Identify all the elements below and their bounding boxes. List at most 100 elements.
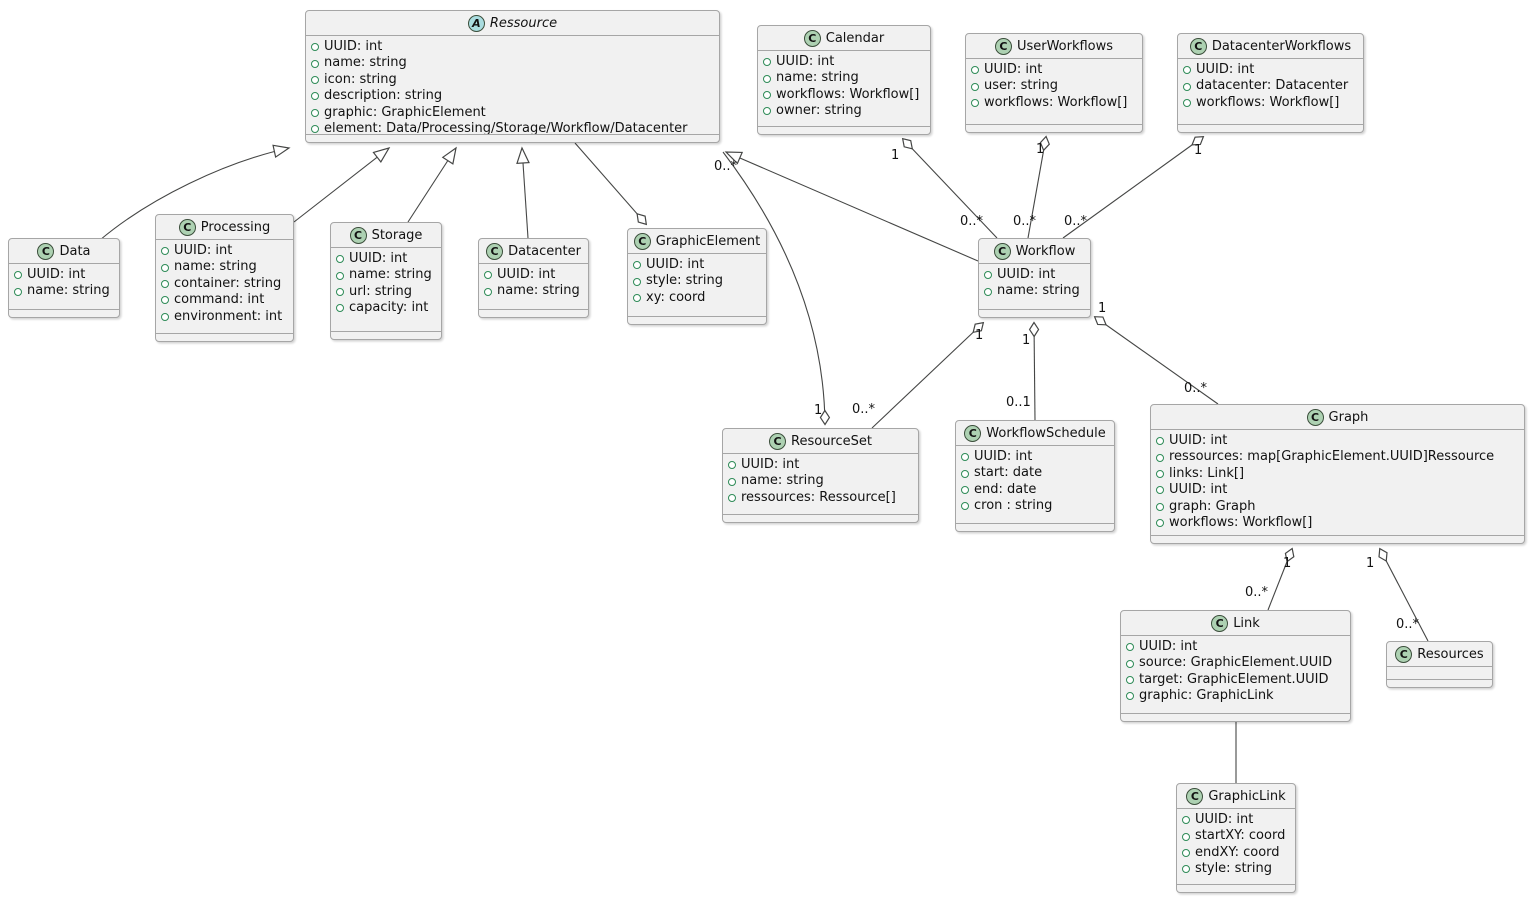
- field-visibility-icon: [161, 296, 169, 305]
- field-visibility-icon: [763, 91, 771, 100]
- field-visibility-icon: [161, 263, 169, 272]
- attribute-row: workflows: Workflow[]: [1156, 515, 1517, 531]
- attribute-text: command: int: [174, 292, 265, 308]
- edge-data-inherits-ressource: [99, 144, 291, 241]
- field-visibility-icon: [484, 271, 492, 280]
- edge-workflow-resourceset-aggregation: [871, 321, 985, 429]
- field-visibility-icon: [1183, 82, 1191, 91]
- field-visibility-icon: [1182, 816, 1190, 825]
- field-visibility-icon: [1156, 470, 1164, 479]
- multiplicity-label: 1: [1036, 142, 1045, 157]
- field-visibility-icon: [1156, 502, 1164, 511]
- field-visibility-icon: [336, 255, 344, 264]
- field-visibility-icon: [1126, 643, 1134, 652]
- field-visibility-icon: [633, 261, 641, 270]
- class-name: UserWorkflows: [1016, 39, 1114, 54]
- multiplicity-label: 1: [1022, 333, 1031, 348]
- attribute-text: ressources: map[GraphicElement.UUID]Ress…: [1169, 449, 1495, 465]
- class-icon: C: [769, 433, 787, 450]
- class-icon: C: [803, 30, 821, 47]
- field-visibility-icon: [971, 99, 979, 108]
- attribute-row: icon: string: [311, 72, 712, 88]
- attribute-text: description: string: [324, 88, 443, 104]
- attribute-row: datacenter: Datacenter: [1183, 78, 1356, 94]
- field-visibility-icon: [1156, 519, 1164, 528]
- class-methods-section: [979, 310, 1090, 317]
- class-icon: C: [1189, 38, 1207, 55]
- class-name: ResourceSet: [791, 434, 872, 449]
- attribute-text: endXY: coord: [1195, 844, 1280, 860]
- field-visibility-icon: [161, 280, 169, 289]
- attribute-text: target: GraphicElement.UUID: [1139, 671, 1329, 687]
- attribute-text: start: date: [974, 465, 1043, 481]
- attribute-text: end: date: [974, 481, 1037, 497]
- attribute-row: workflows: Workflow[]: [763, 87, 923, 103]
- field-visibility-icon: [633, 294, 641, 303]
- attribute-row: workflows: Workflow[]: [971, 95, 1135, 111]
- class-methods-section: [723, 515, 918, 522]
- attribute-text: graphic: GraphicElement: [324, 104, 486, 120]
- attribute-row: UUID: int: [1156, 482, 1517, 498]
- field-visibility-icon: [336, 271, 344, 280]
- attribute-row: ressources: map[GraphicElement.UUID]Ress…: [1156, 449, 1517, 465]
- field-visibility-icon: [763, 74, 771, 83]
- multiplicity-label: 0..*: [852, 402, 876, 417]
- attribute-text: startXY: coord: [1195, 828, 1286, 844]
- class-name: WorkflowSchedule: [986, 426, 1106, 441]
- class-name: Workflow: [1015, 244, 1076, 259]
- attribute-row: end: date: [961, 482, 1107, 498]
- attribute-row: startXY: coord: [1182, 828, 1288, 844]
- class-icon: C: [1395, 646, 1413, 663]
- attribute-row: command: int: [161, 292, 286, 308]
- edge-processing-inherits-ressource: [293, 147, 391, 223]
- multiplicity-label: 1: [1366, 556, 1375, 571]
- class-name: GraphicLink: [1208, 789, 1286, 804]
- multiplicity-label: 1: [891, 148, 900, 163]
- multiplicity-label: 0..*: [1245, 585, 1269, 600]
- multiplicity-label: 0..*: [1396, 617, 1420, 632]
- attribute-text: owner: string: [776, 103, 862, 119]
- field-visibility-icon: [1182, 832, 1190, 841]
- attribute-text: UUID: int: [1139, 639, 1198, 654]
- attribute-row: UUID: int: [336, 251, 434, 267]
- multiplicity-label: 0..*: [1064, 214, 1088, 229]
- attribute-text: name: string: [349, 267, 432, 283]
- edge-ressource-resourceset-aggregation: [722, 151, 831, 426]
- field-visibility-icon: [971, 82, 979, 91]
- attribute-row: name: string: [14, 283, 112, 299]
- attribute-row: environment: int: [161, 309, 286, 325]
- attribute-row: name: string: [161, 259, 286, 275]
- multiplicity-label: 0..*: [1184, 381, 1208, 396]
- attribute-text: graphic: GraphicLink: [1139, 688, 1274, 704]
- field-visibility-icon: [1126, 659, 1134, 668]
- abstract-class-icon: A: [467, 15, 485, 32]
- attribute-text: UUID: int: [1196, 62, 1255, 77]
- class-methods-section: [1387, 680, 1492, 687]
- attribute-row: source: GraphicElement.UUID: [1126, 655, 1343, 671]
- field-visibility-icon: [311, 125, 319, 134]
- attribute-text: UUID: int: [497, 267, 556, 282]
- class-methods-section: [1151, 536, 1524, 543]
- attribute-row: endXY: coord: [1182, 845, 1288, 861]
- attribute-text: workflows: Workflow[]: [1196, 94, 1340, 110]
- attribute-text: UUID: int: [1169, 482, 1228, 498]
- class-name: Link: [1233, 616, 1260, 631]
- attribute-row: UUID: int: [763, 54, 923, 70]
- attribute-row: cron : string: [961, 498, 1107, 514]
- class-icon: C: [178, 219, 196, 236]
- attribute-row: xy: coord: [633, 290, 759, 306]
- attribute-row: UUID: int: [1183, 62, 1356, 78]
- attribute-text: name: string: [497, 283, 580, 299]
